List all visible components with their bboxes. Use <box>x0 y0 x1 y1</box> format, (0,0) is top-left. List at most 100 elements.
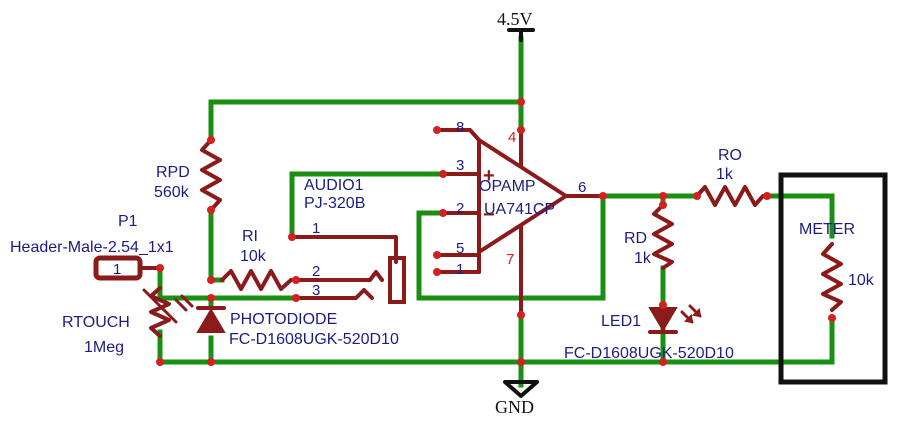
rd-value: 1k <box>634 250 652 267</box>
ro-meter-wire <box>764 193 835 239</box>
ro-zigzag <box>695 185 769 207</box>
rtouch-value: 1Meg <box>84 339 124 356</box>
opamp-pin-5-label: 5 <box>456 240 464 257</box>
meter-box <box>778 172 888 385</box>
top-net-wire <box>208 99 524 133</box>
junction-dot <box>207 294 215 302</box>
feedback-wire <box>416 193 606 301</box>
p1-header: 1 P1 Header-Male-2.54_1x1 <box>10 213 174 281</box>
meter-name: METER <box>799 221 855 238</box>
meter-value: 10k <box>848 272 875 289</box>
opamp-pin-3-label: 3 <box>456 157 464 174</box>
junction-dot <box>439 209 447 217</box>
junction-dot <box>207 276 215 284</box>
gnd-triangle <box>503 380 539 398</box>
junction-dot <box>828 314 836 322</box>
vcc-symbol: 4.5V <box>497 9 535 42</box>
opamp-name: OPAMP <box>479 178 536 195</box>
p1-name: P1 <box>118 213 138 230</box>
gnd-symbol: GND <box>495 380 539 417</box>
junction-dot <box>156 358 164 366</box>
photodiode: PHOTODIODE FC-D1608UGK-520D10 <box>196 306 399 348</box>
audio-pin-2-label: 2 <box>312 263 320 280</box>
opamp-pin-6-label: 6 <box>578 179 586 196</box>
led1: LED1 FC-D1608UGK-520D10 <box>564 304 734 362</box>
audio-value: PJ-320B <box>304 195 365 212</box>
opamp-value: UA741CP <box>484 201 555 218</box>
rd-zigzag <box>652 203 674 270</box>
vcc-label: 4.5V <box>497 9 533 29</box>
junction-dot <box>659 201 667 209</box>
junction-dot <box>156 264 164 272</box>
junction-dot <box>517 126 525 134</box>
junction-dot <box>433 268 441 276</box>
opamp-pin-1-label: 1 <box>456 261 464 278</box>
junction-dot <box>517 98 525 106</box>
ri-resistor: RI 10k <box>220 228 293 291</box>
audio-name: AUDIO1 <box>304 177 364 194</box>
opamp-plus-sign: + <box>483 165 495 187</box>
opamp: + − 8 3 2 5 1 4 7 6 OPAMP UA741CP <box>435 119 605 317</box>
rd-resistor: RD 1k <box>624 203 674 270</box>
junction-dot <box>693 192 701 200</box>
rpd-resistor: RPD 560k <box>154 138 222 212</box>
opamp-pin-4-label: 4 <box>508 129 516 146</box>
ro-name: RO <box>718 147 742 164</box>
ri-name: RI <box>242 228 258 245</box>
meter-zigzag <box>821 242 843 312</box>
rd-name: RD <box>624 230 647 247</box>
rpd-value: 560k <box>154 184 190 201</box>
gnd-label: GND <box>495 397 534 417</box>
audio-pin-3-label: 3 <box>312 282 320 299</box>
photodiode-value: FC-D1608UGK-520D10 <box>229 331 399 348</box>
junction-dot <box>207 206 215 214</box>
junction-dot <box>659 192 667 200</box>
junctions <box>156 98 836 366</box>
meter: METER 10k <box>778 172 888 385</box>
opamp-pin-2-label: 2 <box>456 200 464 217</box>
junction-dot <box>517 311 525 319</box>
junction-dot <box>763 192 771 200</box>
junction-dot <box>659 301 667 309</box>
audio-pin-1-label: 1 <box>312 220 320 237</box>
opamp-pin-8 <box>435 128 481 142</box>
rpd-name: RPD <box>156 164 190 181</box>
ri-zigzag <box>220 269 293 291</box>
opamp-minus-sign: − <box>483 204 495 226</box>
p1-pin-number: 1 <box>113 261 121 278</box>
ro-value: 1k <box>716 166 734 183</box>
junction-dot <box>292 294 300 302</box>
opamp-pin-7-label: 7 <box>506 251 514 268</box>
junction-dot <box>207 358 215 366</box>
junction-dot <box>659 358 667 366</box>
led-arrow-heads <box>683 307 702 324</box>
ri-value: 10k <box>240 248 267 265</box>
audio-jack: 1 2 3 AUDIO1 PJ-320B <box>290 177 406 304</box>
junction-dot <box>433 251 441 259</box>
audio-ring-contact <box>334 270 384 282</box>
led-value: FC-D1608UGK-520D10 <box>564 345 734 362</box>
ground-rail-wire <box>157 315 835 365</box>
junction-dot <box>292 276 300 284</box>
p1-value: Header-Male-2.54_1x1 <box>10 239 174 256</box>
junction-dot <box>599 192 607 200</box>
rtouch-resistor: RTOUCH 1Meg <box>62 286 194 356</box>
wires <box>157 35 835 388</box>
junction-dot <box>517 358 525 366</box>
rtouch-name: RTOUCH <box>62 314 130 331</box>
junction-dot <box>439 170 447 178</box>
photodiode-name: PHOTODIODE <box>230 311 337 328</box>
junction-dot <box>433 126 441 134</box>
junction-dot <box>207 136 215 144</box>
junction-dot <box>288 233 296 241</box>
audio-to-inplus-wire <box>289 171 446 240</box>
led-name: LED1 <box>601 313 641 330</box>
audio-sleeve-contact <box>334 288 374 300</box>
opamp-pin-8-label: 8 <box>456 119 464 136</box>
rpd-zigzag <box>200 138 222 212</box>
rtouch-light-arrows <box>174 294 194 312</box>
rtouch-variable-arrow <box>142 288 178 324</box>
ro-resistor: RO 1k <box>695 147 769 207</box>
audio-tip-line <box>333 235 398 264</box>
